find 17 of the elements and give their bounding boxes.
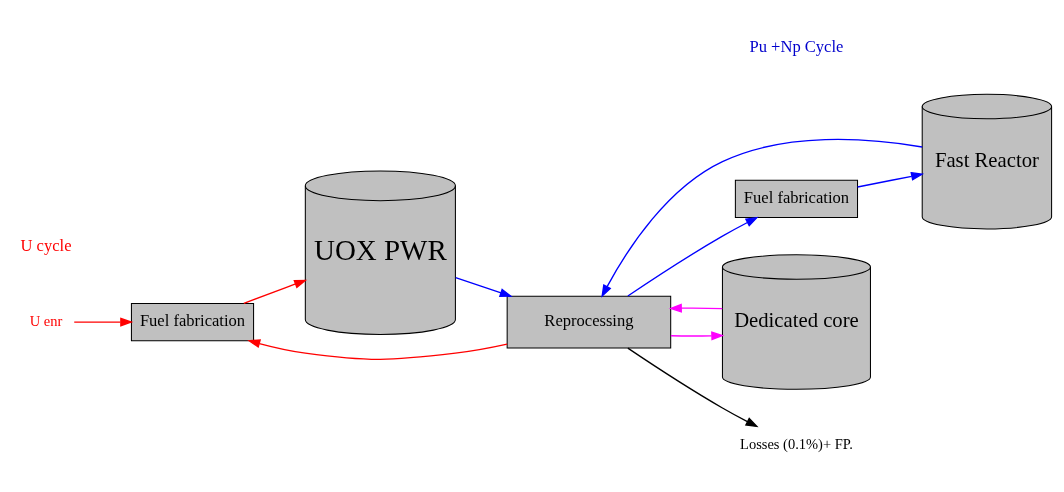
arrow [856, 171, 925, 188]
arrow [454, 276, 513, 297]
node-box: Fuel fabrication [130, 302, 255, 341]
arrow [73, 317, 134, 327]
arrow [670, 330, 725, 340]
arrow [627, 216, 759, 297]
arrow [243, 279, 308, 304]
arrow [627, 346, 759, 427]
label: Pu +Np Cycle [749, 36, 844, 56]
arrow [601, 138, 923, 298]
label: U cycle [20, 235, 72, 255]
node-box: Reprocessing [506, 295, 672, 348]
node-text: Losses (0.1%)+ FP. [740, 435, 853, 452]
node-box: Fuel fabrication [734, 179, 859, 218]
node-text: U enr [29, 312, 63, 329]
arrow [668, 303, 723, 313]
arrow [247, 338, 508, 360]
